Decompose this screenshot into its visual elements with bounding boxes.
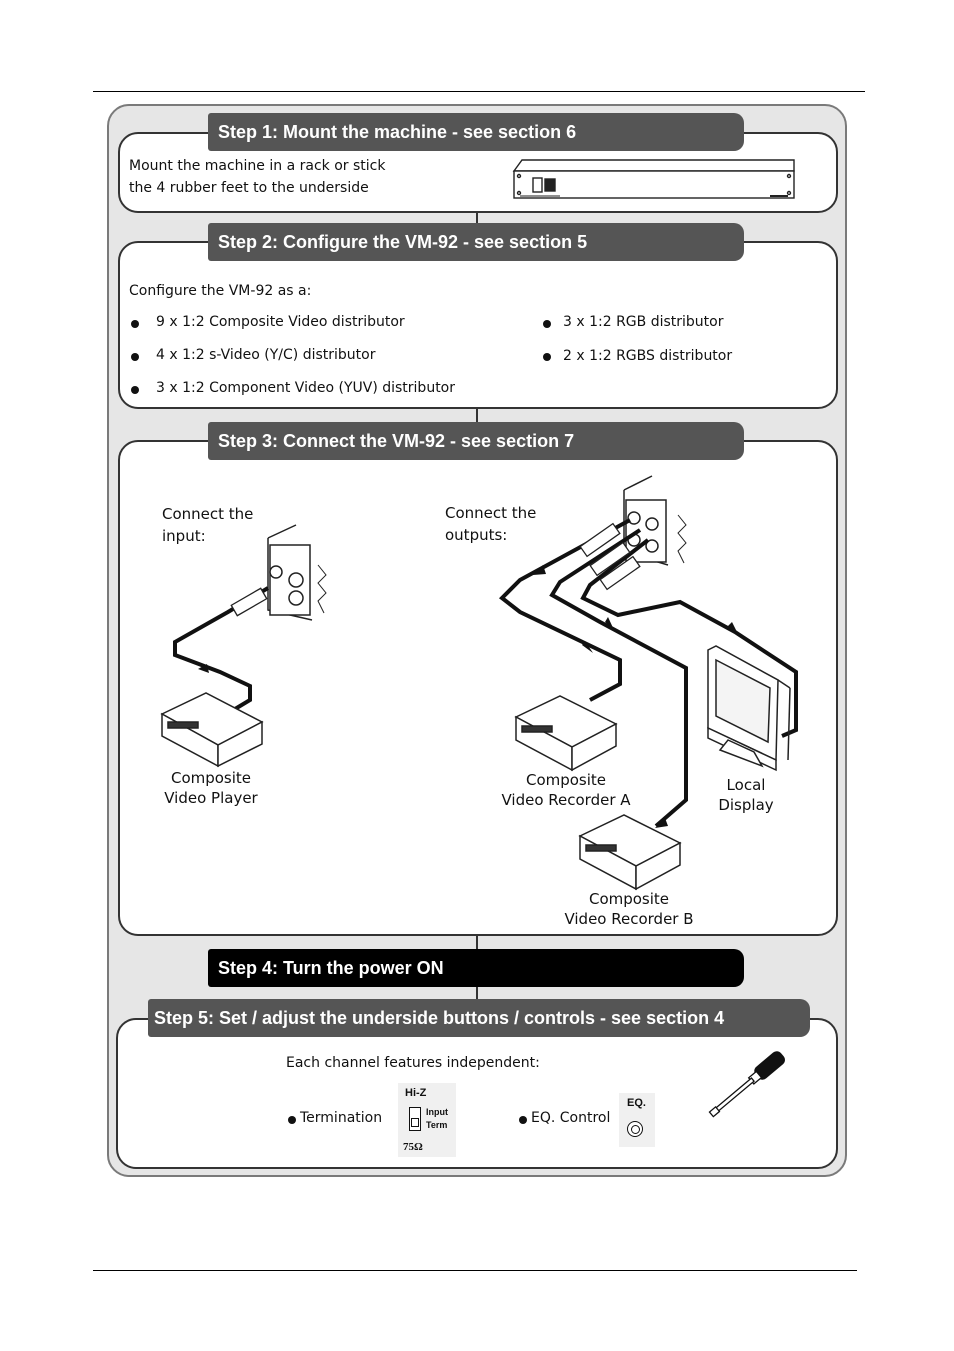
switch-label-75ohm: 75Ω — [403, 1141, 423, 1153]
player-caption-line2: Video Player — [164, 789, 258, 807]
connect-outputs-label-line2: outputs: — [445, 526, 508, 544]
step2-box — [118, 241, 838, 409]
connect-input-label-line1: Connect the — [162, 505, 254, 523]
step1-text-line1: Mount the machine in a rack or stick — [129, 158, 386, 174]
step2-option-component: 3 x 1:2 Component Video (YUV) distributo… — [156, 380, 456, 396]
termination-label: Termination — [300, 1110, 383, 1126]
step3-title: Step 3: Connect the VM-92 - see section … — [208, 422, 744, 460]
recorder-b-caption: Composite Video Recorder B — [559, 889, 699, 929]
switch-label-term: Term — [426, 1120, 448, 1130]
eq-knob — [627, 1121, 643, 1137]
bullet — [288, 1116, 296, 1124]
recorder-b-caption-line2: Video Recorder B — [564, 910, 694, 928]
connector-3-4 — [476, 934, 478, 952]
switch-label-input: Input — [426, 1107, 448, 1117]
bullet — [543, 353, 551, 361]
step5-intro: Each channel features independent: — [286, 1055, 540, 1071]
display-caption-line1: Local — [726, 776, 766, 794]
step2-option-rgb: 3 x 1:2 RGB distributor — [563, 314, 724, 330]
player-caption-line1: Composite — [170, 769, 252, 787]
eq-knob-center — [631, 1125, 640, 1134]
eq-control-knob[interactable]: EQ. — [619, 1093, 655, 1147]
player-caption: Composite Video Player — [150, 768, 272, 808]
switch-label-hiz: Hi-Z — [405, 1087, 427, 1099]
bullet — [131, 386, 139, 394]
recorder-a-caption: Composite Video Recorder A — [496, 770, 636, 810]
connect-outputs-label-line1: Connect the — [445, 504, 537, 522]
display-caption: Local Display — [702, 775, 790, 815]
step5-title: Step 5: Set / adjust the underside butto… — [148, 999, 810, 1037]
top-rule — [93, 91, 865, 92]
step2-intro: Configure the VM-92 as a: — [129, 283, 312, 299]
bullet — [519, 1116, 527, 1124]
step2-title: Step 2: Configure the VM-92 - see sectio… — [208, 223, 744, 261]
bullet — [131, 320, 139, 328]
step2-option-composite: 9 x 1:2 Composite Video distributor — [156, 314, 405, 330]
step2-option-svideo: 4 x 1:2 s-Video (Y/C) distributor — [156, 347, 376, 363]
recorder-b-caption-line1: Composite — [588, 890, 670, 908]
display-caption-line2: Display — [718, 796, 774, 814]
switch-body — [409, 1107, 421, 1131]
bullet — [131, 353, 139, 361]
step5-box — [116, 1018, 838, 1169]
step2-option-rgbs: 2 x 1:2 RGBS distributor — [563, 348, 733, 364]
recorder-a-caption-line2: Video Recorder A — [501, 791, 631, 809]
recorder-a-caption-line1: Composite — [525, 771, 607, 789]
step1-text-line2: the 4 rubber feet to the underside — [129, 180, 369, 196]
termination-switch[interactable]: Hi-Z Input Term 75Ω — [398, 1083, 456, 1157]
bullet — [543, 320, 551, 328]
eq-control-label: EQ. Control — [531, 1110, 611, 1126]
eq-knob-label: EQ. — [627, 1097, 646, 1109]
bottom-rule — [93, 1270, 857, 1271]
connect-input-label-line2: input: — [162, 527, 206, 545]
connector-4-5 — [476, 986, 478, 1002]
step4-title: Step 4: Turn the power ON — [208, 949, 744, 987]
step1-title: Step 1: Mount the machine - see section … — [208, 113, 744, 151]
connector-2-3 — [476, 408, 478, 434]
switch-knob — [411, 1118, 419, 1127]
